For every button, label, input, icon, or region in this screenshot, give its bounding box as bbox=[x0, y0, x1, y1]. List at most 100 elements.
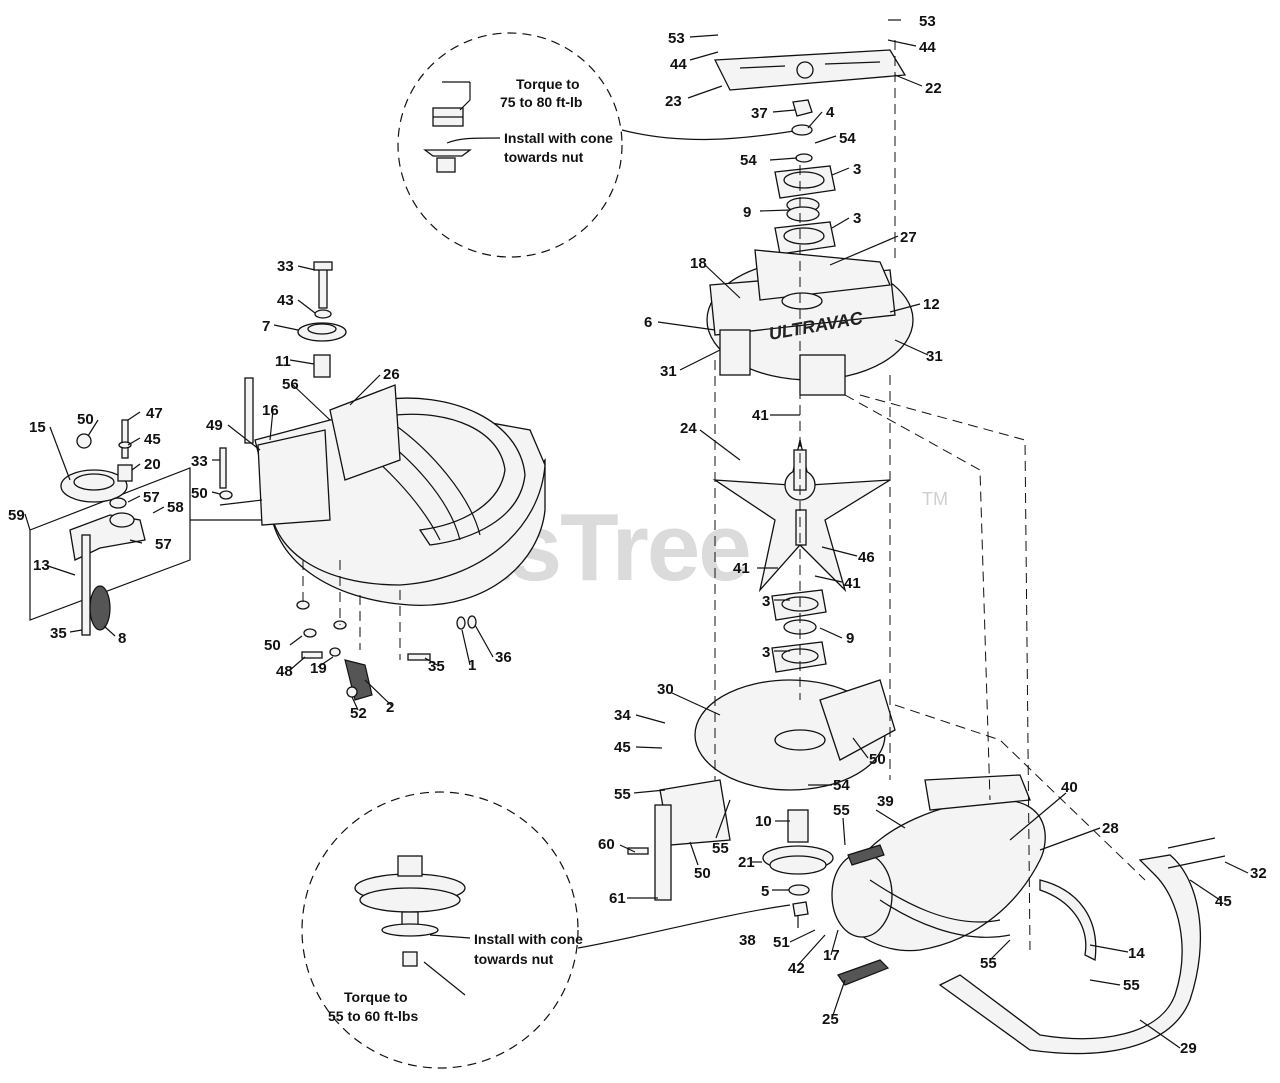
callout-label: 21 bbox=[738, 854, 755, 871]
callout-label: 39 bbox=[877, 793, 894, 810]
callout-label: 49 bbox=[206, 417, 223, 434]
callout-label: 55 bbox=[980, 955, 997, 972]
callout-label: 56 bbox=[282, 376, 299, 393]
callout-label: 46 bbox=[858, 549, 875, 566]
callout-label: 48 bbox=[276, 663, 293, 680]
idler-arm-assembly bbox=[29, 419, 263, 636]
callout-label: 12 bbox=[923, 296, 940, 313]
callout-label: 31 bbox=[926, 348, 943, 365]
engine-mount-assembly bbox=[244, 261, 546, 701]
callout-label: 15 bbox=[29, 419, 46, 436]
callout-label: 17 bbox=[823, 947, 840, 964]
callout-label: 3 bbox=[762, 593, 770, 610]
callout-label: 11 bbox=[275, 353, 291, 370]
callout-label: 35 bbox=[428, 658, 445, 675]
callout-label: 57 bbox=[143, 489, 160, 506]
callout-label: 44 bbox=[670, 56, 687, 73]
callout-label: 16 bbox=[262, 402, 279, 419]
callout-label: 45 bbox=[144, 431, 161, 448]
callout-label: 45 bbox=[614, 739, 631, 756]
callout-label: 36 bbox=[495, 649, 512, 666]
callout-label: 6 bbox=[644, 314, 652, 331]
callout-label: 58 bbox=[167, 499, 184, 516]
callout-label: 9 bbox=[743, 204, 751, 221]
note-top-install-1: Install with cone bbox=[504, 130, 613, 146]
callout-label: 32 bbox=[1250, 865, 1267, 882]
callout-label: 5 bbox=[761, 883, 769, 900]
callout-label: 23 bbox=[665, 93, 682, 110]
callout-label: 26 bbox=[383, 366, 400, 383]
blower-assembly: ULTRAVAC bbox=[627, 40, 1226, 1055]
callout-label: 30 bbox=[657, 681, 674, 698]
callout-label: 28 bbox=[1102, 820, 1119, 837]
note-top-torque-2: 75 to 80 ft-lb bbox=[500, 94, 582, 110]
callout-label: 55 bbox=[1123, 977, 1140, 994]
callout-label: 44 bbox=[919, 39, 936, 56]
callout-label: 55 bbox=[614, 786, 631, 803]
torque-detail-top: Torque to 75 to 80 ft-lb Install with co… bbox=[397, 32, 801, 258]
note-bottom-install-2: towards nut bbox=[474, 951, 554, 967]
callout-label: 35 bbox=[50, 625, 67, 642]
callout-label: 54 bbox=[839, 130, 856, 147]
note-bottom-install-1: Install with cone bbox=[474, 931, 583, 947]
callout-label: 53 bbox=[668, 30, 685, 47]
callout-label: 57 bbox=[155, 536, 172, 553]
callout-label: 54 bbox=[833, 777, 850, 794]
callout-label: 8 bbox=[118, 630, 126, 647]
callout-label: 42 bbox=[788, 960, 805, 977]
callouts: 53 53 44 44 23 22 37 4 54 54 3 9 3 27 18… bbox=[8, 13, 1267, 1057]
callout-label: 25 bbox=[822, 1011, 839, 1028]
note-top-torque-1: Torque to bbox=[516, 76, 580, 92]
callout-label: 33 bbox=[277, 258, 294, 275]
callout-label: 50 bbox=[77, 411, 94, 428]
callout-label: 34 bbox=[614, 707, 631, 724]
callout-label: 14 bbox=[1128, 945, 1145, 962]
callout-label: 43 bbox=[277, 292, 294, 309]
callout-label: 33 bbox=[191, 453, 208, 470]
callout-label: 24 bbox=[680, 420, 697, 437]
callout-label: 59 bbox=[8, 507, 25, 524]
callout-label: 9 bbox=[846, 630, 854, 647]
callout-label: 22 bbox=[925, 80, 942, 97]
callout-label: 55 bbox=[712, 840, 729, 857]
callout-label: 50 bbox=[869, 751, 886, 768]
callout-label: 47 bbox=[146, 405, 163, 422]
callout-label: 1 bbox=[468, 657, 476, 674]
note-top-install-2: towards nut bbox=[504, 149, 584, 165]
callout-label: 3 bbox=[853, 161, 861, 178]
callout-label: 55 bbox=[833, 802, 850, 819]
callout-label: 13 bbox=[33, 557, 50, 574]
callout-label: 7 bbox=[262, 318, 270, 335]
callout-label: 60 bbox=[598, 836, 615, 853]
callout-label: 51 bbox=[773, 934, 790, 951]
callout-label: 20 bbox=[144, 456, 161, 473]
note-bottom-torque-2: 55 to 60 ft-lbs bbox=[328, 1008, 418, 1024]
callout-label: 52 bbox=[350, 705, 367, 722]
callout-label: 41 bbox=[733, 560, 750, 577]
callout-label: 41 bbox=[752, 407, 769, 424]
callout-label: 4 bbox=[826, 104, 835, 121]
callout-label: 2 bbox=[386, 699, 394, 716]
callout-label: 10 bbox=[755, 813, 772, 830]
watermark-tm: TM bbox=[922, 489, 948, 509]
callout-label: 3 bbox=[853, 210, 861, 227]
callout-label: 29 bbox=[1180, 1040, 1197, 1057]
callout-label: 61 bbox=[609, 890, 626, 907]
callout-label: 45 bbox=[1215, 893, 1232, 910]
callout-label: 27 bbox=[900, 229, 917, 246]
callout-label: 19 bbox=[310, 660, 327, 677]
callout-label: 3 bbox=[762, 644, 770, 661]
callout-label: 37 bbox=[751, 105, 768, 122]
callout-label: 41 bbox=[844, 575, 861, 592]
callout-label: 50 bbox=[694, 865, 711, 882]
note-bottom-torque-1: Torque to bbox=[344, 989, 408, 1005]
callout-label: 18 bbox=[690, 255, 707, 272]
torque-detail-bottom: Install with cone towards nut Torque to … bbox=[301, 791, 791, 1069]
callout-label: 40 bbox=[1061, 779, 1078, 796]
callout-label: 50 bbox=[191, 485, 208, 502]
callout-label: 31 bbox=[660, 363, 677, 380]
callout-label: 38 bbox=[739, 932, 756, 949]
callout-label: 54 bbox=[740, 152, 757, 169]
